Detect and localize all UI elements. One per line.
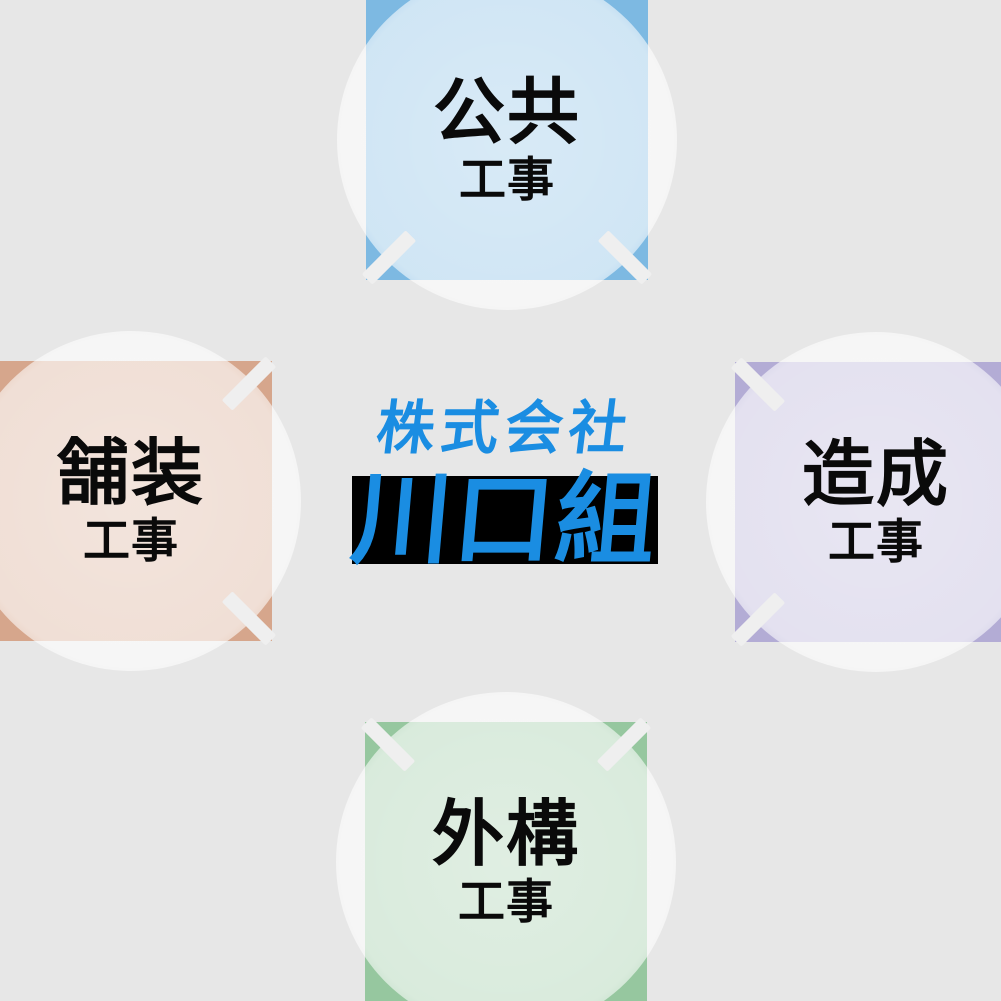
service-node-exterior-works: 外構 工事 — [336, 692, 676, 1001]
service-sublabel: 工事 — [459, 153, 555, 208]
company-prefix: 株式会社 — [372, 394, 638, 462]
service-sublabel: 工事 — [83, 514, 179, 569]
service-label: 公共 — [432, 70, 581, 154]
service-label: 造成 — [801, 432, 950, 516]
service-sublabel: 工事 — [458, 875, 554, 930]
service-node-public-works: 公共 工事 — [337, 0, 677, 310]
service-node-development-works: 造成 工事 — [706, 332, 1001, 672]
service-label: 外構 — [431, 792, 580, 876]
service-node-paving-works: 舗装 工事 — [0, 331, 301, 671]
service-sublabel: 工事 — [828, 515, 924, 570]
company-name: 川口組 — [346, 461, 664, 578]
service-label: 舗装 — [56, 431, 205, 515]
company-name-box: 川口組 — [347, 461, 663, 578]
